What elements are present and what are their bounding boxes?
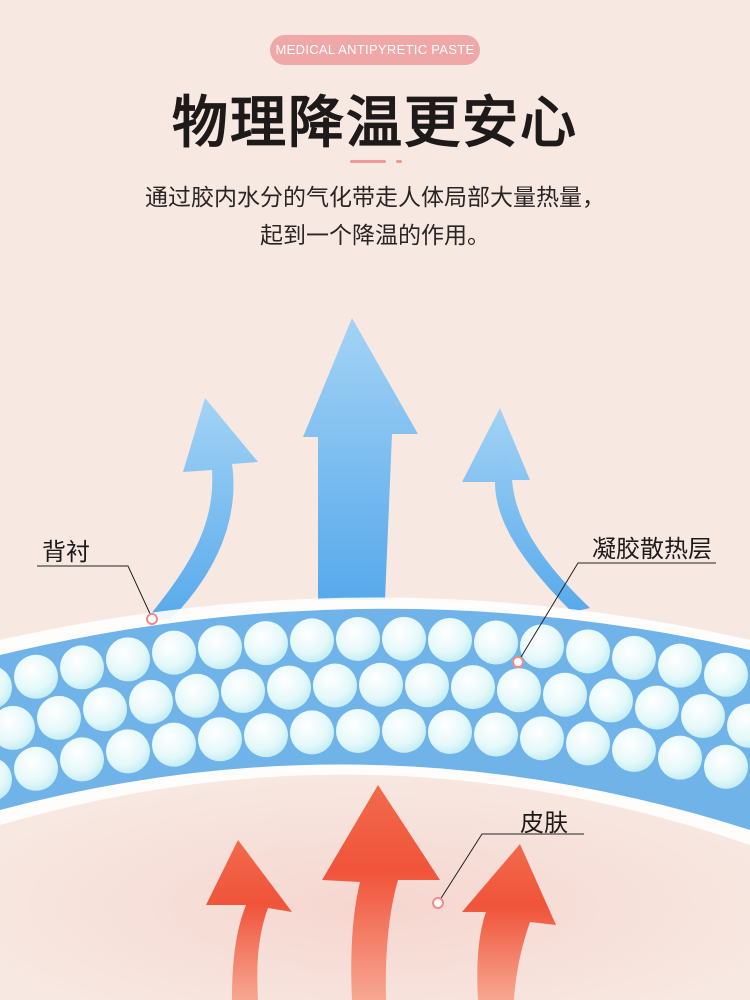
gel-bubble [267, 665, 311, 710]
gel-bubble [727, 703, 750, 748]
accent-divider-dot [396, 160, 402, 163]
gel-bubble [129, 679, 173, 724]
gel-bubble [474, 620, 518, 665]
gel-bubble [589, 678, 633, 723]
gel-bubble [658, 643, 702, 688]
gel-bubble [290, 710, 334, 755]
gel-bubble [60, 737, 104, 782]
heat-arrows [206, 785, 556, 1000]
gel-bubble [681, 694, 725, 739]
gel-bubble [290, 618, 334, 663]
gel-bubble [635, 685, 679, 730]
up-arrow-icon [206, 840, 292, 1000]
gel-callout-line [517, 562, 716, 663]
subtitle-line-1: 通过胶内水分的气化带走人体局部大量热量， [145, 185, 605, 211]
gel-bubble [244, 713, 288, 758]
gel-bubble [37, 695, 81, 740]
cool-arrows [150, 318, 590, 620]
gel-bubble [0, 665, 12, 710]
up-arrow-icon [462, 844, 556, 1000]
skin-callout-line [437, 833, 584, 904]
gel-bubble [704, 744, 748, 789]
gel-bubble [612, 727, 656, 772]
gel-bubble [382, 708, 426, 753]
skin-label: 皮肤 [520, 809, 568, 837]
gel-bubble [566, 629, 610, 674]
gel-marker-dot [512, 656, 524, 668]
accent-divider [350, 160, 386, 163]
page-title: 物理降温更安心 [172, 91, 578, 156]
gel-bubble [198, 717, 242, 762]
gel-bubble [14, 746, 58, 791]
gel-bubble [152, 630, 196, 675]
gel-bubble [704, 652, 748, 697]
gel-bubble [428, 618, 472, 662]
up-arrow-icon [322, 785, 440, 1000]
gel-bubble [198, 625, 242, 670]
gel-bubble [382, 616, 426, 661]
gel-bubble [520, 716, 564, 761]
gel-bubble [451, 665, 495, 710]
gel-bubble [359, 662, 403, 707]
gel-bubble [520, 624, 564, 669]
gel-bubble [0, 757, 12, 802]
gel-bubble [336, 708, 380, 753]
gel-bubbles [0, 616, 750, 802]
backing-label: 背衬 [42, 538, 90, 566]
gel-bubble [428, 710, 472, 754]
product-tag: MEDICAL ANTIPYRETIC PASTE [270, 35, 480, 65]
backing-callout-line [37, 565, 153, 619]
gel-bubble [106, 729, 150, 774]
gel-bubble [221, 669, 265, 714]
gel-bubble [658, 735, 702, 780]
gel-bubble [60, 645, 104, 690]
skin-marker-dot [432, 897, 444, 909]
gel-bubble [336, 616, 380, 661]
gel-bubble [313, 663, 357, 708]
gel-bubble [0, 705, 35, 750]
gel-bubble [612, 635, 656, 680]
gel-bubble [83, 687, 127, 732]
gel-bubble [14, 654, 58, 699]
backing-marker-dot [146, 613, 158, 625]
up-arrow-icon [462, 408, 590, 612]
gel-bubble [175, 673, 219, 718]
gel-bubble [244, 621, 288, 666]
subtitle-line-2: 起到一个降温的作用。 [260, 223, 490, 249]
up-arrow-icon [303, 318, 418, 600]
gel-bubble [566, 721, 610, 766]
gel-bubble [405, 663, 449, 708]
up-arrow-icon [150, 398, 258, 620]
gel-bubble [497, 668, 541, 713]
gel-bubble [543, 672, 587, 717]
gel-bubble [152, 722, 196, 767]
gel-bubble [106, 637, 150, 682]
gel-layer-label: 凝胶散热层 [592, 535, 712, 563]
gel-bubble [474, 712, 518, 757]
